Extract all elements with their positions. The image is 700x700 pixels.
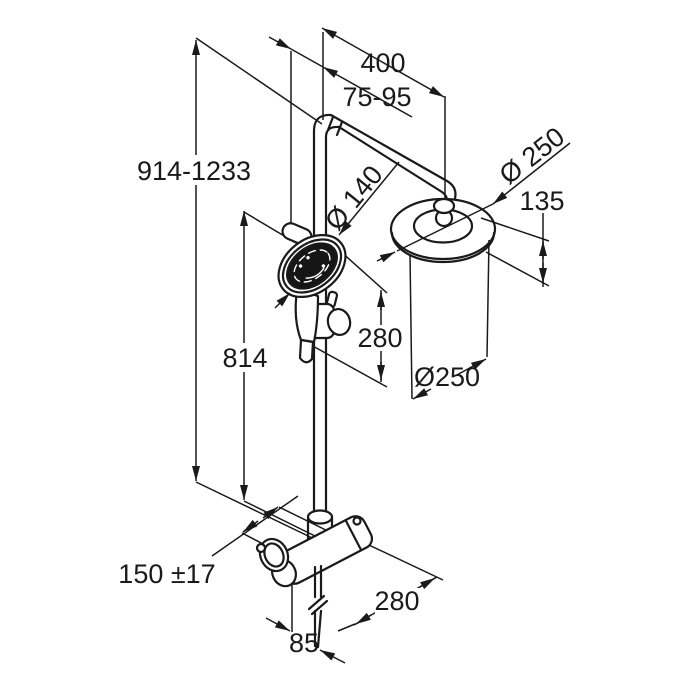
dim-label-hose-length: 280 bbox=[374, 586, 419, 616]
dimensions-behind: 914-1233 814 400 75-95 bbox=[118, 27, 446, 664]
rail-mount bbox=[306, 509, 334, 525]
hand-shower-head bbox=[277, 233, 347, 299]
dim-label-rail-length: 814 bbox=[222, 343, 267, 373]
dim-label-arm-reach: 400 bbox=[360, 48, 405, 78]
dim-label-height-range: 914-1233 bbox=[137, 156, 251, 186]
hand-shower-handle bbox=[294, 288, 320, 364]
thermostat-valve bbox=[255, 509, 374, 588]
dim-hose-length: 280 bbox=[334, 528, 444, 632]
hose-nut bbox=[298, 338, 315, 364]
dim-label-hand-shower-diameter: Ø 140 bbox=[319, 160, 389, 236]
dim-arm-reach: 400 bbox=[321, 27, 446, 199]
dim-head-height: 135 bbox=[480, 186, 565, 287]
shower-set bbox=[255, 113, 497, 649]
holder-cone bbox=[326, 308, 352, 336]
arm-connector-nut bbox=[432, 197, 456, 215]
dim-wall-offset: 75-95 bbox=[268, 36, 413, 223]
dim-label-head-diameter-bottom: Ø250 bbox=[414, 362, 480, 392]
dim-label-head-diameter: Ø 250 bbox=[494, 121, 570, 190]
dim-label-head-height: 135 bbox=[519, 186, 564, 216]
dim-label-hand-shower-length: 280 bbox=[357, 323, 402, 353]
handle-button bbox=[255, 542, 267, 554]
spray-face bbox=[286, 242, 338, 290]
hose-break-mark bbox=[307, 594, 326, 611]
dim-head-diameter-bottom: Ø250 bbox=[409, 239, 490, 400]
dim-supply-centers: 150 ±17 bbox=[118, 495, 339, 589]
dim-hose-offset: 85 bbox=[265, 573, 346, 664]
dim-rail-length: 814 bbox=[222, 211, 318, 538]
dim-overall-height: 914-1233 bbox=[137, 37, 332, 548]
overhead-shower-head bbox=[389, 197, 497, 264]
shower-hose bbox=[307, 564, 329, 649]
dim-label-wall-offset: 75-95 bbox=[342, 82, 411, 112]
valve-cap-button bbox=[352, 516, 362, 526]
arm-collar-tick bbox=[335, 120, 344, 137]
dim-label-supply-centers: 150 ±17 bbox=[118, 559, 215, 589]
dim-hand-shower-length: 280 bbox=[310, 249, 403, 388]
arm-collar-tick bbox=[326, 115, 335, 132]
